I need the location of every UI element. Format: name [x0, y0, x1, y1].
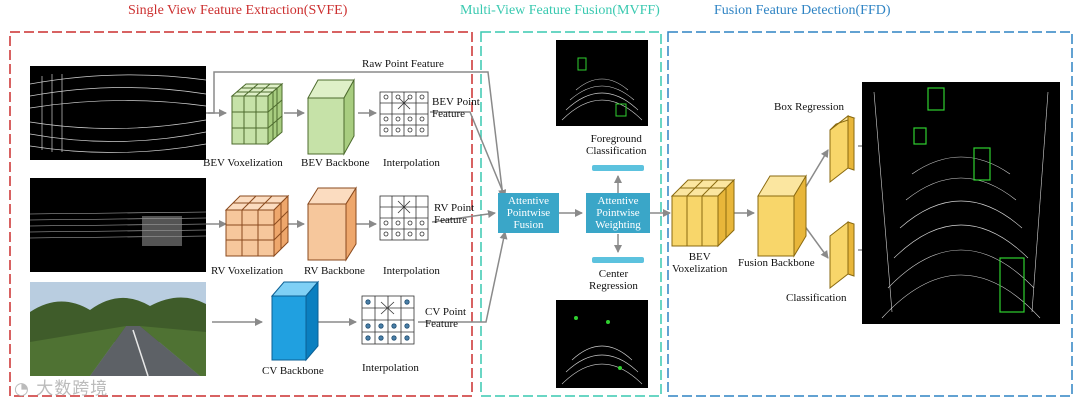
detection-pointcloud — [862, 82, 1060, 324]
foreground-bar — [592, 165, 644, 171]
bev-voxelization-label: BEV Voxelization — [203, 157, 283, 169]
camera-image — [30, 282, 206, 376]
bev-backbone-label: BEV Backbone — [301, 157, 370, 169]
box-regression-label: Box Regression — [774, 101, 844, 113]
mvff-title: Multi-View Feature Fusion(MVFF) — [460, 3, 660, 18]
backbone-to-box-arrow — [803, 149, 829, 191]
rv-voxel-grid — [224, 194, 290, 258]
box-regression-head — [829, 114, 856, 184]
center-bar — [592, 257, 644, 263]
fusion-backbone-block — [757, 174, 807, 258]
watermark-logo-icon: ◔ — [14, 379, 30, 399]
classification-label: Classification — [786, 292, 847, 304]
ffd-title: Fusion Feature Detection(FFD) — [714, 3, 891, 18]
rv-feature-arrow — [431, 210, 496, 223]
rv-interpolation-grid — [379, 195, 429, 241]
interpolation-dots — [383, 94, 425, 237]
raw-point-feature-label: Raw Point Feature — [362, 58, 444, 70]
bev-pointcloud-image — [30, 66, 206, 160]
fusion-backbone-label: Fusion Backbone — [738, 257, 815, 269]
bev-backbone-block — [307, 78, 355, 156]
bev-interpolation-grid — [379, 91, 429, 137]
center-pointcloud — [556, 300, 648, 388]
rv-backbone-block — [307, 186, 357, 262]
cv-interpolation-dots — [365, 299, 410, 341]
cv-interpolation-label: Interpolation — [362, 362, 419, 374]
bev-feature-arrow — [430, 111, 507, 198]
watermark: ◔ 大数跨境 — [14, 374, 108, 399]
foreground-pointcloud — [556, 40, 648, 126]
backbone-to-cls-arrow — [803, 224, 829, 259]
rv-voxelization-label: RV Voxelization — [211, 265, 284, 277]
mvff-frame — [480, 31, 662, 397]
rv-pointcloud-image — [30, 178, 206, 272]
watermark-text: 大数跨境 — [36, 379, 109, 399]
cv-feature-arrow — [418, 231, 508, 323]
bev-interpolation-label: Interpolation — [383, 157, 440, 169]
cv-backbone-block — [270, 280, 320, 362]
cv-backbone-label: CV Backbone — [262, 365, 324, 377]
ffd-voxel-grid — [670, 178, 736, 248]
rv-backbone-label: RV Backbone — [304, 265, 365, 277]
cv-interpolation-grid — [361, 295, 415, 345]
svfe-title: Single View Feature Extraction(SVFE) — [128, 3, 348, 18]
svfe-frame — [9, 31, 473, 397]
classification-head — [829, 220, 855, 290]
bev-voxel-grid — [230, 82, 284, 146]
rv-interpolation-label: Interpolation — [383, 265, 440, 277]
